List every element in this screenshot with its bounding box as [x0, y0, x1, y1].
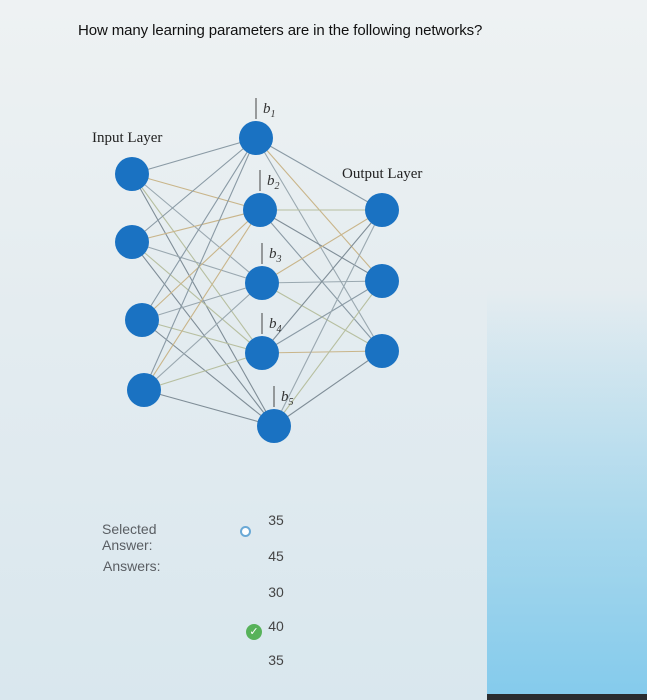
answer-option-1: 45: [268, 548, 284, 564]
hidden-node-4: [245, 336, 279, 370]
connection-line: [143, 352, 263, 391]
output-node-1: [365, 193, 399, 227]
input-node-2: [115, 225, 149, 259]
connection-line: [261, 350, 383, 354]
connection-line: [141, 137, 257, 321]
bias-label-2: b2: [267, 173, 280, 192]
answer-option-2: 30: [268, 584, 284, 600]
connection-line: [131, 209, 261, 243]
connection-line: [141, 319, 263, 354]
connection-line: [261, 209, 383, 354]
selected-answer-value: 35: [268, 512, 284, 528]
input-layer-label: Input Layer: [92, 130, 162, 146]
input-node-4: [127, 373, 161, 407]
connection-line: [143, 209, 261, 391]
bias-label-1: b1: [263, 101, 276, 120]
screen-glare: [487, 290, 647, 700]
connection-line: [131, 137, 257, 175]
connection-line: [131, 137, 257, 243]
answers-label: Answers:: [103, 558, 161, 574]
connection-line: [141, 209, 261, 321]
connection-line: [261, 280, 383, 354]
answer-option-3: 40: [268, 618, 284, 634]
connection-line: [143, 389, 275, 427]
connection-line: [131, 173, 263, 354]
input-node-3: [125, 303, 159, 337]
correct-check-icon: ✓: [246, 624, 262, 640]
connection-line: [261, 209, 383, 284]
answer-option-4: 35: [268, 652, 284, 668]
bias-labels: b1 b2 b3 b4 b5: [255, 98, 294, 408]
connection-line: [131, 241, 275, 427]
bias-label-5: b5: [281, 389, 294, 408]
connection-line: [259, 209, 383, 352]
input-node-1: [115, 157, 149, 191]
bias-label-4: b4: [269, 316, 282, 335]
connection-line: [273, 280, 383, 427]
selected-answer-label: Selected Answer:: [102, 521, 157, 553]
screen-edge: [487, 694, 647, 700]
connection-line: [143, 282, 263, 391]
selected-radio-icon: [240, 526, 251, 537]
neural-network-diagram: b1 b2 b3 b4 b5 Input Layer Output Layer: [92, 98, 422, 443]
connection-line: [131, 241, 263, 354]
connection-line: [255, 137, 383, 211]
connection-line: [131, 241, 263, 284]
connection-line: [143, 137, 257, 391]
hidden-node-5: [257, 409, 291, 443]
network-connections: [131, 137, 383, 427]
connection-line: [131, 173, 261, 211]
connection-line: [273, 209, 383, 427]
connection-line: [141, 319, 275, 427]
connection-line: [131, 173, 275, 427]
output-layer-label: Output Layer: [342, 166, 422, 182]
bias-label-3: b3: [269, 246, 282, 265]
output-node-3: [365, 334, 399, 368]
connection-line: [131, 173, 263, 284]
hidden-node-2: [243, 193, 277, 227]
output-node-2: [365, 264, 399, 298]
connection-line: [141, 282, 263, 321]
hidden-node-1: [239, 121, 273, 155]
connection-line: [259, 209, 383, 282]
question-text: How many learning parameters are in the …: [78, 22, 483, 39]
connection-line: [273, 350, 383, 427]
hidden-node-3: [245, 266, 279, 300]
network-nodes: [115, 121, 399, 443]
